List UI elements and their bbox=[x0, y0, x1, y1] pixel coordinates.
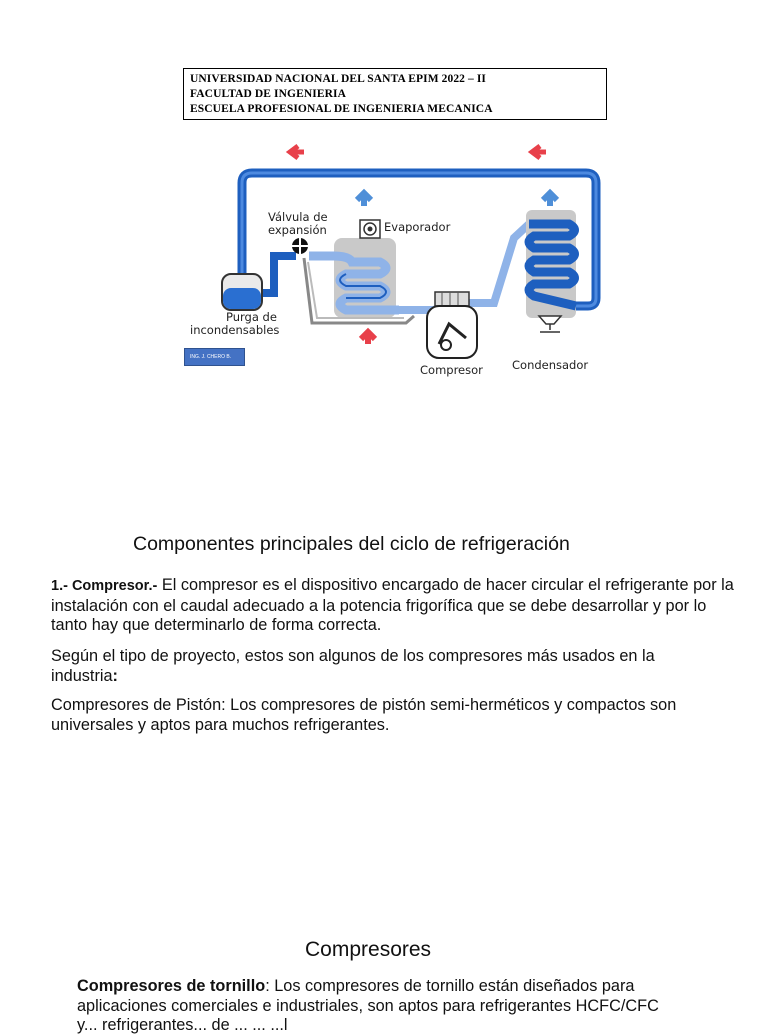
compressor-text: El compresor es el dispositivo encargado… bbox=[51, 576, 734, 634]
cold-air-arrow-condenser bbox=[540, 188, 560, 206]
pilot-line bbox=[302, 257, 415, 325]
compressor-lead: 1.- Compresor.- bbox=[51, 578, 158, 594]
compressor-label: Compresor bbox=[420, 363, 483, 377]
paragraph-screw-compressors: Compresores de tornillo: Los compresores… bbox=[77, 977, 677, 1036]
paragraph-compressor-definition: 1.- Compresor.- El compresor es el dispo… bbox=[51, 576, 741, 636]
condenser-label: Condensador bbox=[512, 358, 588, 372]
heat-out-arrow-right bbox=[527, 144, 546, 160]
condenser-coil bbox=[524, 219, 579, 311]
purge-tank bbox=[221, 273, 263, 311]
evaporator-label: Evaporador bbox=[384, 220, 451, 234]
suction-pipe bbox=[399, 221, 532, 314]
valve-label-1: Válvula de bbox=[268, 210, 328, 224]
header-university: UNIVERSIDAD NACIONAL DEL SANTA EPIM 2022… bbox=[190, 73, 486, 85]
paragraph-piston-compressors: Compresores de Pistón: Los compresores d… bbox=[51, 696, 677, 734]
condenser-fan-icon bbox=[537, 315, 563, 333]
section-title-compressors: Compresores bbox=[305, 938, 432, 961]
refrigeration-cycle-diagram: Válvula de expansión Evaporador Purga de… bbox=[190, 144, 601, 377]
author-badge: ING. J. CHERO B. bbox=[184, 348, 245, 366]
section-title-components: Componentes principales del ciclo de ref… bbox=[133, 533, 570, 555]
header-box: UNIVERSIDAD NACIONAL DEL SANTA EPIM 2022… bbox=[183, 68, 607, 120]
heat-out-arrow-left bbox=[285, 144, 304, 160]
compressor-types-colon: : bbox=[112, 666, 118, 685]
purge-label-2: incondensables bbox=[190, 323, 279, 337]
paragraph-compressor-types: Según el tipo de proyecto, estos son alg… bbox=[51, 647, 691, 686]
heat-in-arrow bbox=[358, 327, 378, 344]
purge-label-1: Purga de bbox=[226, 310, 277, 324]
screw-lead: Compresores de tornillo bbox=[77, 977, 266, 995]
compressor-icon bbox=[426, 291, 478, 359]
expansion-valve bbox=[292, 238, 308, 254]
evaporator-fan-icon bbox=[359, 219, 381, 239]
cold-air-arrow-evaporator bbox=[354, 188, 374, 206]
header-faculty: FACULTAD DE INGENIERIA bbox=[190, 88, 346, 100]
compressor-types-text: Según el tipo de proyecto, estos son alg… bbox=[51, 647, 655, 685]
valve-label-2: expansión bbox=[268, 223, 327, 237]
header-school: ESCUELA PROFESIONAL DE INGENIERIA MECANI… bbox=[190, 103, 493, 115]
